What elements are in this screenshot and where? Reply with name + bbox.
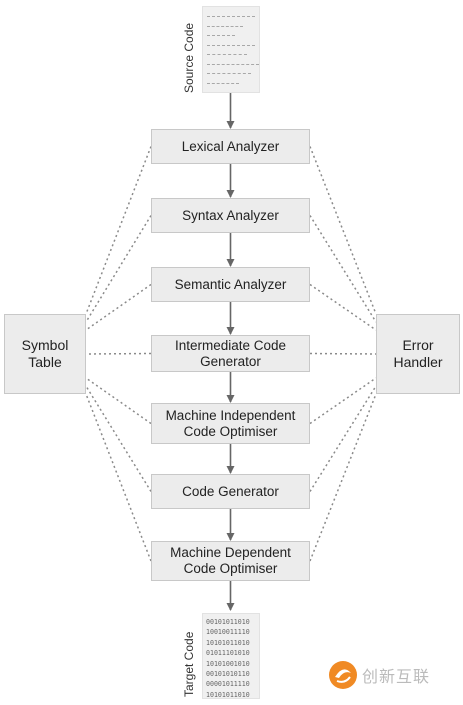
watermark-text: 创新互联 (362, 667, 431, 686)
machine-dependent-optimiser-label-line-1: Machine Dependent (170, 545, 291, 560)
source-code-document-icon (202, 6, 260, 93)
dotted-link-symbol-table (85, 146, 152, 315)
dotted-link-error-handler (309, 385, 377, 492)
source-code-line (207, 16, 255, 17)
dotted-link-symbol-table (85, 385, 152, 492)
dotted-link-error-handler (309, 215, 377, 323)
error-handler-box: Error Handler (376, 314, 460, 394)
dotted-link-symbol-table (85, 352, 152, 355)
watermark-swirl-icon (329, 661, 357, 689)
semantic-analyzer-box: Semantic Analyzer (151, 267, 310, 302)
source-code-line (207, 44, 255, 46)
source-code-line (207, 54, 247, 55)
dotted-link-symbol-table (85, 215, 152, 323)
intermediate-code-generator-label-line-2: Generator (200, 353, 261, 369)
dotted-link-error-handler (309, 393, 377, 562)
syntax-analyzer-box: Syntax Analyzer (151, 198, 310, 233)
source-code-line (207, 25, 243, 27)
dotted-link-symbol-table (85, 283, 152, 331)
watermark-logo: 创新互联 (328, 660, 430, 690)
binary-text-block: 00101011010 10010011110 10101011010 0101… (206, 618, 250, 699)
dotted-link-symbol-table (85, 377, 152, 425)
machine-independent-optimiser-label-line-2: Code Optimiser (183, 423, 278, 439)
source-code-line (207, 73, 251, 74)
source-code-line (207, 63, 259, 65)
error-handler-label-line-2: Handler (393, 354, 443, 370)
dotted-link-symbol-table (85, 393, 152, 562)
semantic-analyzer-label: Semantic Analyzer (174, 276, 287, 292)
source-code-label: Source Code (182, 22, 196, 93)
code-generator-box: Code Generator (151, 474, 310, 509)
symbol-table-label-line-2: Table (28, 354, 62, 370)
syntax-analyzer-label: Syntax Analyzer (182, 207, 279, 223)
dotted-link-error-handler (309, 352, 377, 355)
machine-independent-code-optimiser-box: Machine Independent Code Optimiser (151, 403, 310, 444)
code-generator-label: Code Generator (182, 483, 279, 499)
dotted-link-error-handler (309, 146, 377, 315)
symbol-table-label-line-1: Symbol (21, 337, 69, 353)
lexical-analyzer-box: Lexical Analyzer (151, 129, 310, 164)
dotted-link-error-handler (309, 377, 377, 425)
lexical-analyzer-label: Lexical Analyzer (181, 138, 280, 154)
machine-dependent-code-optimiser-box: Machine Dependent Code Optimiser (151, 541, 310, 581)
source-code-line (207, 35, 235, 36)
target-code-label: Target Code (182, 631, 196, 697)
machine-independent-optimiser-label-line-1: Machine Independent (165, 407, 296, 423)
intermediate-code-generator-label-line-1: Intermediate Code (174, 337, 287, 353)
symbol-table-box: Symbol Table (4, 314, 86, 394)
dotted-link-error-handler (309, 283, 377, 331)
machine-dependent-optimiser-label-line-2: Code Optimiser (183, 561, 278, 576)
source-code-line (207, 82, 239, 84)
error-handler-label-line-1: Error (402, 337, 434, 353)
target-code-document-icon: 00101011010 10010011110 10101011010 0101… (202, 613, 260, 699)
intermediate-code-generator-box: Intermediate Code Generator (151, 335, 310, 372)
